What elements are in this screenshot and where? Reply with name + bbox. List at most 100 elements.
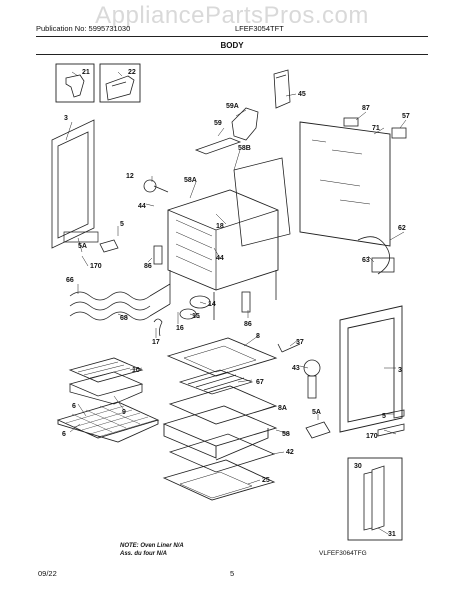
callout-18: 18 [216, 223, 224, 230]
callout-25: 25 [262, 477, 270, 484]
part-30-handle [363, 465, 385, 531]
callout-44-mid: 44 [216, 255, 224, 262]
cavity-base-frame [169, 270, 277, 320]
callout-30: 30 [354, 463, 362, 470]
model-number: LFEF3054TFT [235, 24, 284, 33]
part-5-screw-right [393, 409, 405, 419]
part-170-screw-right [377, 423, 405, 437]
footer-date: 09/22 [38, 569, 57, 578]
part-58-insulation [162, 405, 278, 461]
part-12-sensor [143, 179, 157, 193]
callout-5-bottom: 5 [382, 413, 386, 420]
part-17-clip [153, 318, 163, 337]
callout-45: 45 [298, 91, 306, 98]
callout-63: 63 [362, 257, 370, 264]
callout-67: 67 [256, 379, 264, 386]
part-43-bolt-shaft [307, 375, 317, 399]
part-59-strip [194, 137, 242, 155]
callout-86-left: 86 [144, 263, 152, 270]
callout-12: 12 [126, 173, 134, 180]
callout-87: 87 [362, 105, 370, 112]
callout-5A-top: 5A [78, 243, 87, 250]
callout-58A: 58A [184, 177, 197, 184]
callout-5-top: 5 [120, 221, 124, 228]
callout-6-bottom: 6 [62, 431, 66, 438]
part-66-broil-element [69, 291, 151, 321]
part-3-side-panel [51, 119, 95, 249]
callout-21: 21 [82, 69, 90, 76]
callout-58B: 58B [238, 145, 251, 152]
callout-16: 16 [176, 325, 184, 332]
part-8A-tray [168, 385, 278, 425]
callout-31: 31 [388, 531, 396, 538]
part-37-wire [277, 343, 301, 353]
part-14-light [189, 295, 211, 309]
callout-6-top: 6 [72, 403, 76, 410]
part-63-block [371, 257, 395, 273]
part-170-screw-left [63, 231, 99, 243]
callout-10: 10 [132, 367, 140, 374]
callout-15: 15 [192, 313, 200, 320]
callout-3-bottom: 3 [398, 367, 402, 374]
callout-62: 62 [398, 225, 406, 232]
callout-71: 71 [372, 125, 380, 132]
watermark: AppliancePartsPros.com [95, 2, 369, 29]
part-59A-bracket [231, 107, 259, 141]
part-43-bolt-head [303, 359, 321, 377]
part-67-element [178, 369, 254, 395]
inset-box-30 [347, 457, 403, 541]
callout-17: 17 [152, 339, 160, 346]
callout-170-top: 170 [90, 263, 102, 270]
callout-8: 8 [256, 333, 260, 340]
callout-14: 14 [208, 301, 216, 308]
callout-170-bottom: 170 [366, 433, 378, 440]
oven-liner-note: NOTE: Oven Liner N/A Ass. du four N/A [120, 542, 184, 558]
part-62-wiring [357, 236, 391, 275]
callout-42: 42 [286, 449, 294, 456]
part-58B-insulation [233, 157, 291, 247]
callout-22: 22 [128, 69, 136, 76]
part-15-cover [179, 308, 197, 320]
callout-9: 9 [122, 409, 126, 416]
callout-58: 58 [282, 431, 290, 438]
callout-5A-bottom: 5A [312, 409, 321, 416]
callout-43: 43 [292, 365, 300, 372]
callout-86-right: 86 [244, 321, 252, 328]
part-3-side-panel-right [339, 305, 403, 433]
callout-44-top: 44 [138, 203, 146, 210]
part-86-spacer-left [153, 245, 163, 265]
callout-66: 66 [66, 277, 74, 284]
header-rule-top [36, 36, 428, 37]
part-87-tab [343, 117, 359, 127]
inset-box-21 [55, 63, 95, 103]
oven-cavity [167, 189, 279, 291]
callout-59A: 59A [226, 103, 239, 110]
part-22-bracket [105, 75, 135, 101]
part-45-duct [273, 69, 291, 109]
part-8-drawer-top [166, 337, 278, 377]
callout-8A: 8A [278, 405, 287, 412]
part-5A-hinge-left [99, 239, 119, 253]
callout-3-top: 3 [64, 115, 68, 122]
part-57-tab [391, 127, 407, 139]
part-25-bottom [162, 459, 276, 501]
part-42-liner [168, 433, 276, 473]
part-71-back-panel [299, 121, 391, 247]
part-86-spacer-right [241, 291, 251, 313]
callout-37: 37 [296, 339, 304, 346]
inset-box-22 [99, 63, 141, 103]
part-9-pan [68, 371, 144, 405]
part-21-bracket [65, 74, 85, 98]
callout-59: 59 [214, 120, 222, 127]
publication-number: Publication No: 5995731030 [36, 24, 131, 33]
header-rule-bottom [36, 54, 428, 55]
part-10-broil-pan [68, 357, 144, 383]
callout-68: 68 [120, 315, 128, 322]
callout-57: 57 [402, 113, 410, 120]
figure-id: VLFEF3064TFG [319, 550, 367, 557]
part-6-oven-rack [56, 401, 160, 443]
part-5A-hinge-right [305, 421, 331, 439]
note-line-1: NOTE: Oven Liner N/A [120, 543, 184, 549]
section-title: BODY [220, 41, 244, 50]
